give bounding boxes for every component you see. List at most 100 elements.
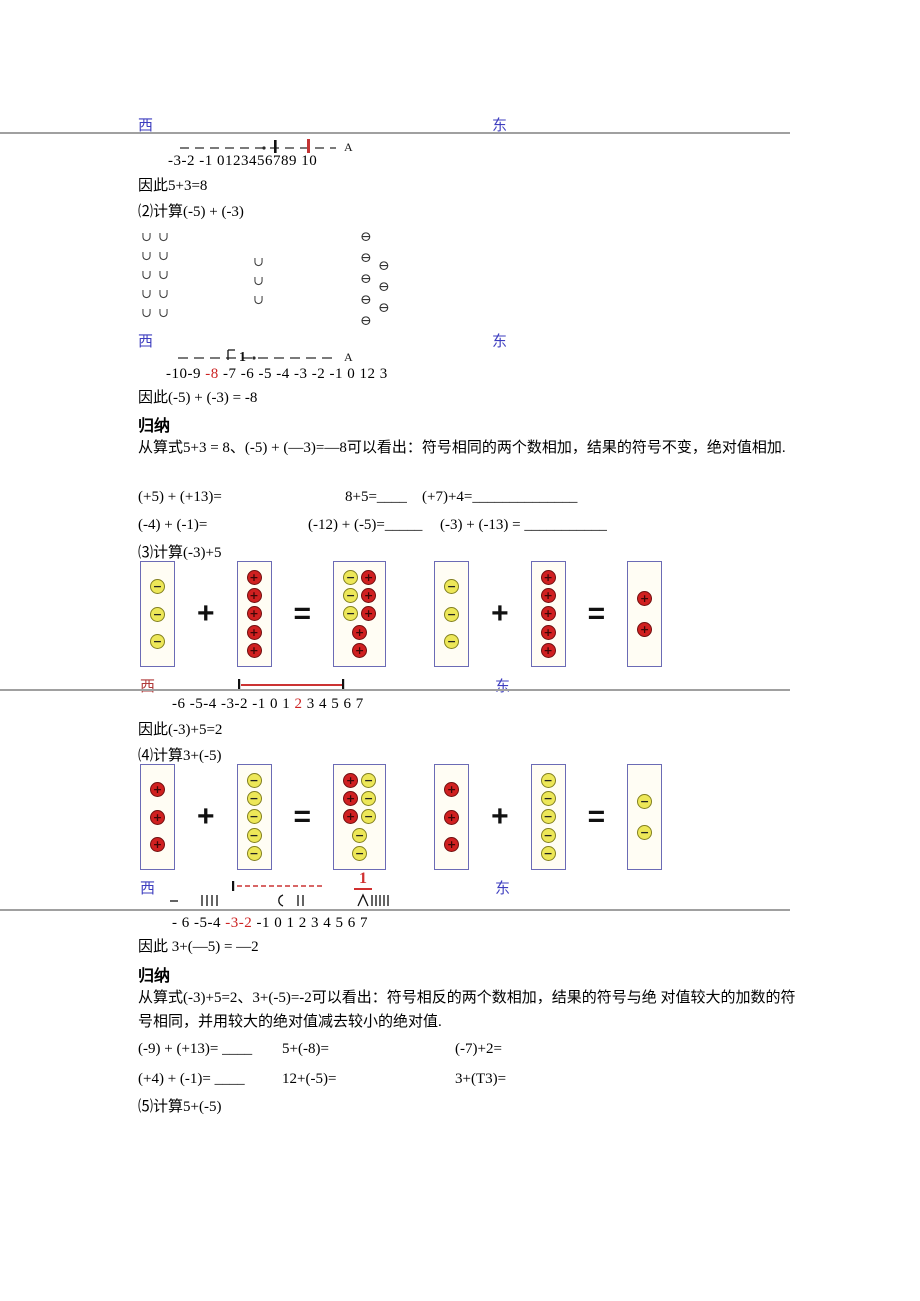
counter-diagram-neg3-plus-5: −−−++++++=−+−+−+++−−−++++++=++ <box>140 561 663 667</box>
summary-paragraph: 从算式(-3)+5=2、3+(-5)=-2可以看出：符号相反的两个数相加，结果的… <box>138 990 796 1030</box>
negative-counter-icon: − <box>444 633 460 649</box>
equals-operator: = <box>293 597 312 630</box>
negative-counter-icon: − <box>540 809 556 825</box>
numberline-segment: -7 -6 -5 -4 -3 -2 -1 0 12 3 <box>218 366 388 382</box>
conclusion-3: 因此(-3)+5=2 <box>138 722 223 738</box>
arrowhead-glyph: A <box>344 140 353 154</box>
east-direction-label: 东 <box>495 881 511 897</box>
negative-counter-icon: − <box>246 791 262 807</box>
plus-operator: + <box>491 800 509 833</box>
circled-minus-column: ⊖ ⊖ ⊖ ⊖ ⊖ <box>360 230 372 329</box>
equals-operator: = <box>293 800 312 833</box>
equals-operator: = <box>587 597 606 630</box>
negative-counter-icon: − <box>343 606 359 622</box>
negative-counter-icon: − <box>540 827 556 843</box>
numberline-segment: - 6 -5-4 <box>172 915 226 931</box>
positive-counter-icon: + <box>540 624 556 640</box>
positive-counter-icon: + <box>150 836 165 852</box>
counter-box: − − − − − <box>236 764 272 870</box>
counter-box: +++ <box>434 764 470 870</box>
negative-counter-icon: − <box>246 845 262 861</box>
exercise-item: (-4) + (-1)= <box>138 517 208 533</box>
positive-counter-icon: + <box>361 606 377 622</box>
negative-counter-icon: − <box>246 809 262 825</box>
number-line-sketch-1: A <box>180 139 353 154</box>
sketch-number-mark: 1 <box>239 350 246 365</box>
exercise-item: (+7)+4=______________ <box>422 489 578 505</box>
exercise-item: 5+(-8)= <box>282 1041 329 1057</box>
negative-counter-icon: − <box>246 773 262 789</box>
step-5-title: ⑸计算5+(-5) <box>138 1099 222 1115</box>
tick-mark <box>274 140 277 153</box>
negative-counter-column: ∪ ∪ ∪ ∪ ∪ <box>141 229 152 320</box>
negative-counter-icon: − <box>540 845 556 861</box>
step-3-title: ⑶计算(-3)+5 <box>138 545 222 561</box>
west-direction-label: 西 <box>140 881 156 897</box>
plus-operator: + <box>491 597 509 630</box>
positive-counter-icon: + <box>444 836 460 852</box>
conclusion-1: 因此5+3=8 <box>138 178 208 194</box>
tick-marks-sketch <box>170 893 389 907</box>
east-direction-label: 东 <box>492 118 508 134</box>
positive-counter-icon: + <box>150 809 165 825</box>
exercise-item: 3+(T3)= <box>455 1071 507 1087</box>
positive-counter-icon: + <box>246 588 262 604</box>
positive-counter-icon: + <box>637 622 653 637</box>
counter-box: ++ <box>627 561 663 667</box>
counter-box: −−− <box>140 561 175 667</box>
numberline-highlight: -3-2 <box>225 915 253 931</box>
numberline-segment: -10-9 <box>166 366 206 382</box>
bracket-mark <box>227 349 235 360</box>
positive-counter-icon: + <box>246 642 262 658</box>
exercise-item: 8+5=____ <box>345 489 407 505</box>
positive-counter-icon: + <box>361 570 377 586</box>
exercise-item: (-7)+2= <box>455 1041 502 1057</box>
horizontal-rule <box>0 689 790 691</box>
positive-counter-icon: + <box>637 591 653 606</box>
positive-counter-icon: + <box>343 809 359 825</box>
plus-operator: + <box>197 597 215 630</box>
counter-box: +−+−+−−− <box>333 764 387 870</box>
negative-counter-icon: − <box>343 570 359 586</box>
west-direction-label: 西 <box>138 334 154 350</box>
exercise-item: (-3) + (-13) = ___________ <box>440 517 607 533</box>
counter-box: −− <box>627 764 663 870</box>
exercise-item: 12+(-5)= <box>282 1071 337 1087</box>
red-number-mark: 1 <box>354 871 372 890</box>
number-line-labels-2: -10-9 -8 -7 -6 -5 -4 -3 -2 -1 0 12 3 <box>166 366 388 383</box>
number-line-labels-4: - 6 -5-4 -3-2 -1 0 1 2 3 4 5 6 7 <box>172 915 368 932</box>
positive-counter-icon: + <box>246 624 262 640</box>
exercise-item: (+5) + (+13)= <box>138 489 222 505</box>
numberline-segment: 3 4 5 6 7 <box>302 696 364 712</box>
counter-box: −−− <box>434 561 470 667</box>
negative-counter-icon: − <box>246 827 262 843</box>
step-4-title: ⑷计算3+(-5) <box>138 748 222 764</box>
numberline-segment: -3-2 -1 0123456789 10 <box>168 153 318 169</box>
negative-counter-icon: − <box>352 845 368 861</box>
east-direction-label: 东 <box>492 334 508 350</box>
positive-counter-icon: + <box>150 782 165 798</box>
west-direction-label: 西 <box>138 118 154 134</box>
summary-paragraph: 从算式5+3 = 8、(-5) + (—3)=—8可以看出：符号相同的两个数相加… <box>138 440 786 456</box>
numberline-segment: -6 -5-4 -3-2 -1 0 1 <box>172 696 295 712</box>
negative-counter-icon: − <box>540 791 556 807</box>
red-segment-sketch <box>238 679 345 691</box>
east-direction-label: 东 <box>495 679 511 695</box>
plus-operator: + <box>197 800 215 833</box>
numberline-highlight: -8 <box>205 366 219 382</box>
horizontal-rule <box>0 132 790 134</box>
counter-box: −+−+−+++ <box>333 561 387 667</box>
step-2-title: ⑵计算(-5) + (-3) <box>138 204 244 220</box>
exercise-item: (-9) + (+13)= ____ <box>138 1041 253 1057</box>
exercise-item: (+4) + (-1)= ____ <box>138 1071 245 1087</box>
positive-counter-icon: + <box>540 570 556 586</box>
counter-box: −−−−− <box>530 764 566 870</box>
negative-counter-icon: − <box>444 579 460 595</box>
negative-counter-icon: − <box>637 825 653 840</box>
negative-counter-icon: − <box>361 809 377 825</box>
positive-counter-icon: + <box>352 642 368 658</box>
positive-counter-icon: + <box>540 588 556 604</box>
dashed-segment-sketch <box>232 881 324 891</box>
positive-counter-icon: + <box>352 624 368 640</box>
number-line-labels-1: -3-2 -1 0123456789 10 <box>168 153 317 170</box>
